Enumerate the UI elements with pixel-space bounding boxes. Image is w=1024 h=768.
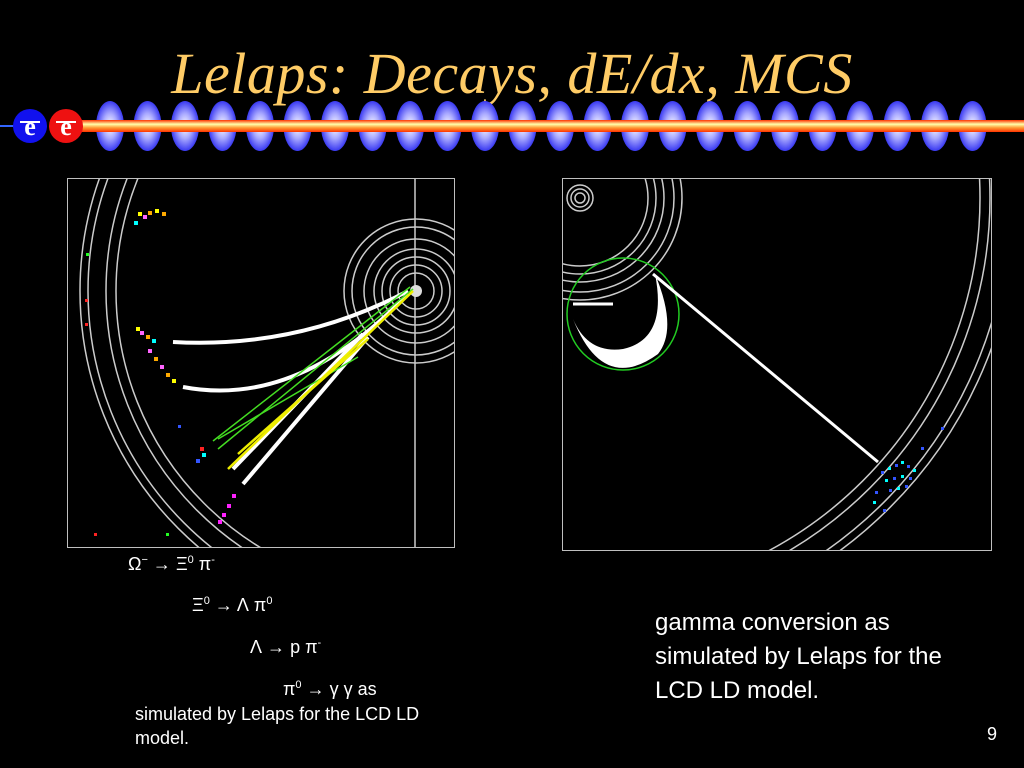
decay-line-omega: Ω− → Ξ0 π- bbox=[128, 554, 215, 574]
svg-text:e: e bbox=[24, 112, 36, 141]
decay-line-xi: Ξ0 → Λ π0 bbox=[192, 595, 273, 615]
decay-line-lambda: Λ → p π- bbox=[250, 637, 322, 657]
slide-title: Lelaps: Decays, dE/dx, MCS bbox=[171, 41, 853, 106]
svg-text:e: e bbox=[60, 112, 72, 141]
right-event-display bbox=[562, 178, 992, 551]
page-number: 9 bbox=[986, 724, 997, 744]
left-caption: simulated by Lelaps for the LCD LD model… bbox=[135, 704, 420, 748]
e-e-plus-logo: e e bbox=[13, 109, 83, 143]
right-caption: gamma conversion as simulated by Lelaps … bbox=[655, 609, 942, 704]
decorative-banner: e e bbox=[0, 101, 1024, 151]
decay-line-pi0: π0 → γ γ as bbox=[283, 679, 377, 699]
left-event-display bbox=[67, 178, 455, 548]
